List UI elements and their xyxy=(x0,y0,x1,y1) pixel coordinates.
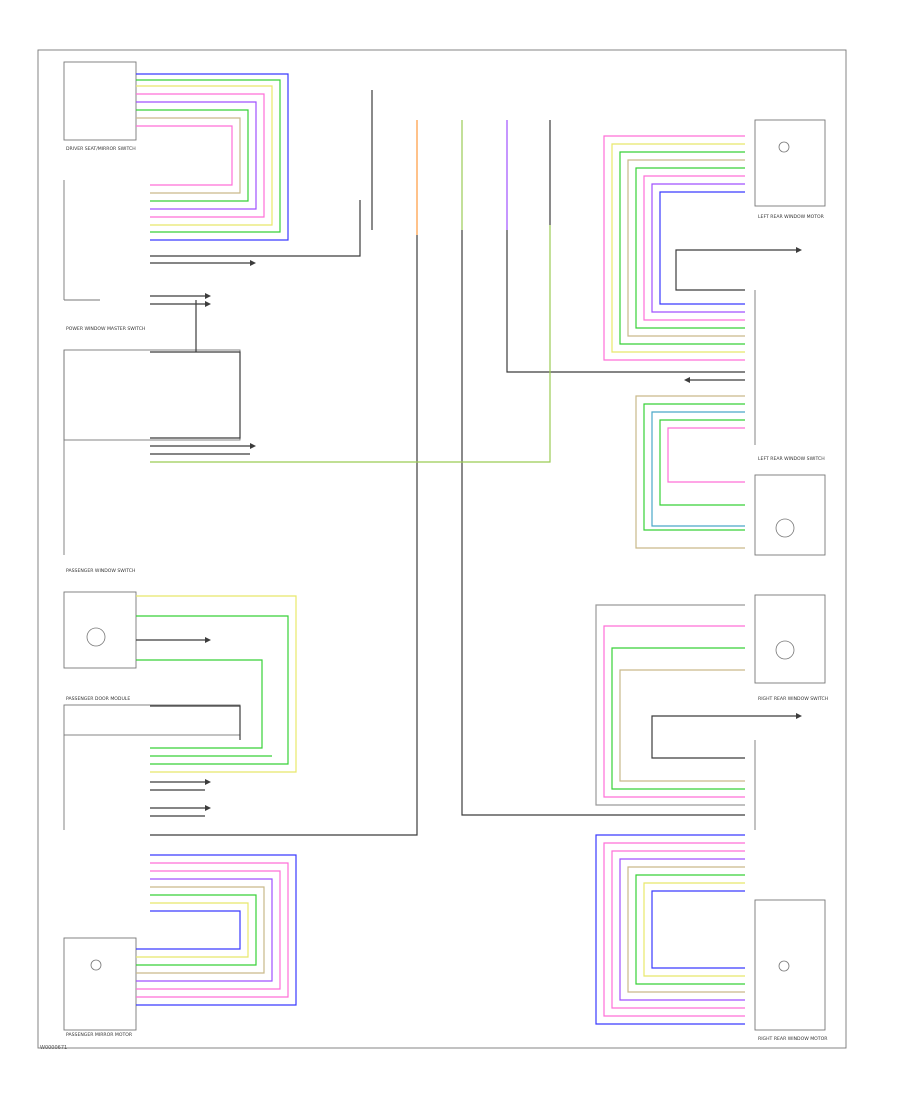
harness-bottom-left xyxy=(136,854,297,1006)
harness-left-rear-motor xyxy=(603,135,796,381)
label-power-window-master: POWER WINDOW MASTER SWITCH xyxy=(66,326,145,332)
label-left-rear-window-motor: LEFT REAR WINDOW MOTOR xyxy=(758,214,825,220)
harness-right-rear-switch xyxy=(595,604,796,806)
label-passenger-window-switch: PASSENGER WINDOW SWITCH xyxy=(66,568,135,574)
harness-master-switch xyxy=(150,300,250,455)
label-passenger-door-module: PASSENGER DOOR MODULE xyxy=(66,696,130,702)
connector-arrows xyxy=(205,247,802,811)
label-right-rear-window-motor: RIGHT REAR WINDOW MOTOR xyxy=(758,1036,828,1042)
label-passenger-mirror-motor: PASSENGER MIRROR MOTOR xyxy=(66,1032,133,1038)
page-code-label: W0000671 xyxy=(40,1045,68,1051)
harness-right-rear-motor xyxy=(595,834,745,1025)
label-driver-mirror-switch: DRIVER SEAT/MIRROR SWITCH xyxy=(66,146,136,152)
label-left-rear-window-switch: LEFT REAR WINDOW SWITCH xyxy=(758,456,825,462)
label-right-rear-window-switch: RIGHT REAR WINDOW SWITCH xyxy=(758,696,828,702)
component-frames xyxy=(63,61,826,1031)
page-frame xyxy=(37,49,847,1049)
component-labels: DRIVER SEAT/MIRROR SWITCH POWER WINDOW M… xyxy=(66,146,828,1042)
motor-symbols xyxy=(86,141,795,972)
power-feeds xyxy=(150,90,745,836)
harness-left-rear-switch xyxy=(635,395,745,549)
harness-top-left xyxy=(136,73,361,305)
harness-passenger-switch xyxy=(136,595,297,817)
